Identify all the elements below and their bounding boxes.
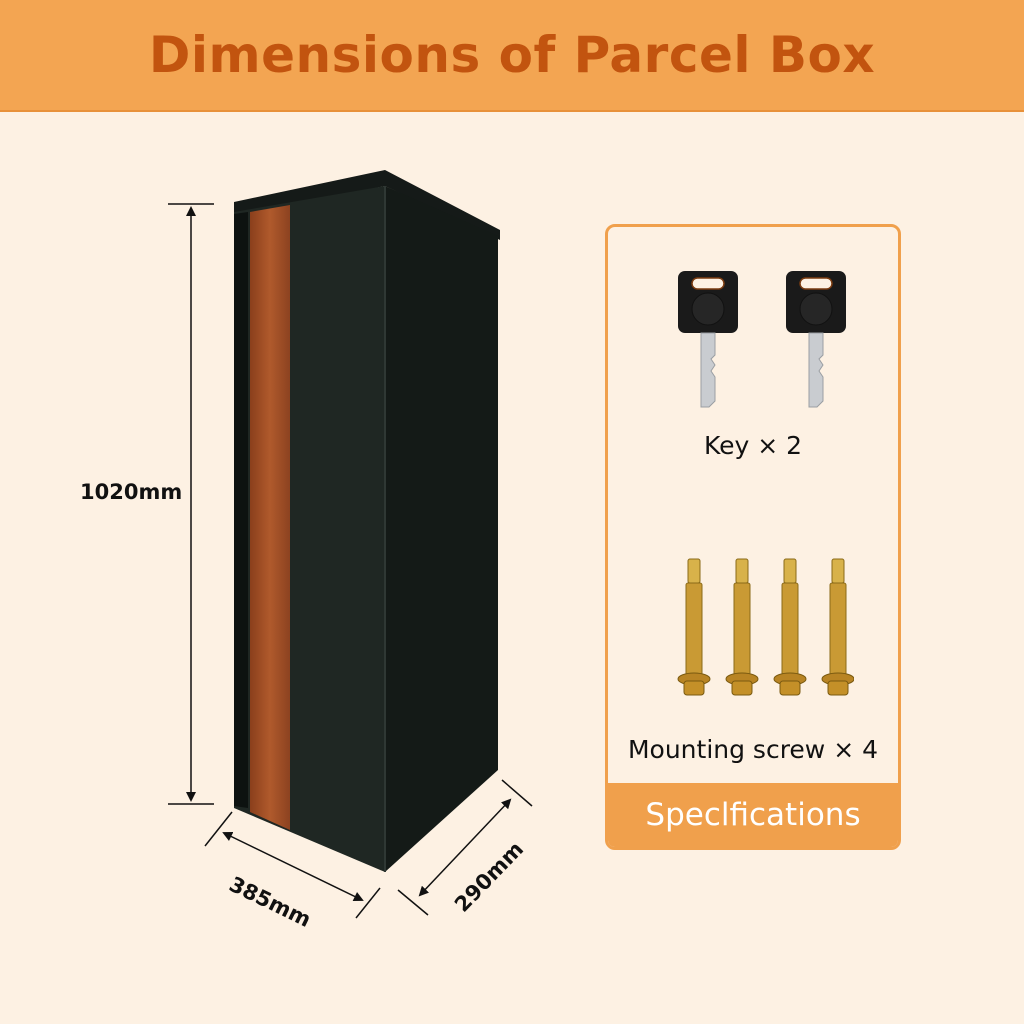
height-label: 1020mm [80,480,183,504]
key-label: Key × 2 [703,431,803,460]
screw-icon [677,558,854,696]
box-side [385,186,498,872]
page-title: Dimensions of Parcel Box [148,26,876,84]
depth-dimension-line [397,779,533,916]
specifications-footer: Speclfications [608,783,898,847]
height-dimension-line [168,203,214,805]
wood-accent-panel [250,205,290,830]
key-icon [678,271,846,408]
screw-label: Mounting screw × 4 [627,735,879,764]
width-dimension-line [204,811,381,919]
header-banner: Dimensions of Parcel Box [0,0,1024,112]
specifications-panel: Key × 2 Mounting screw × 4 Speclfication… [605,224,901,850]
